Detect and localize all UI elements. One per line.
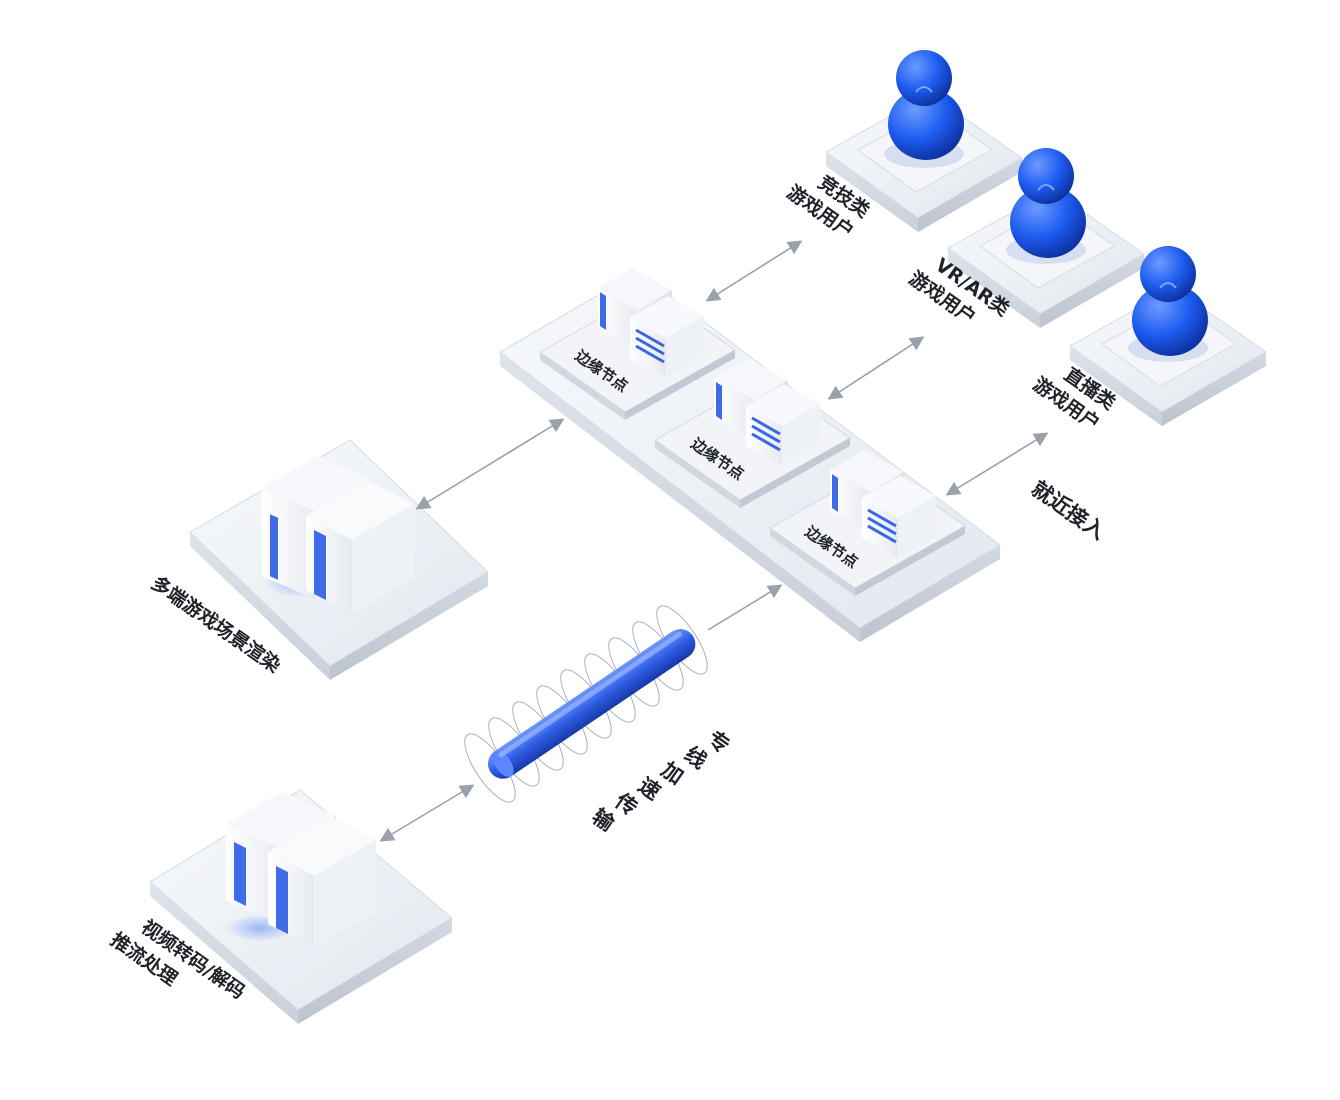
arrow-transcode-to-tube bbox=[379, 784, 475, 842]
server-rack bbox=[746, 384, 820, 466]
user-platform-1 bbox=[825, 50, 1023, 232]
user-avatar-icon bbox=[888, 50, 964, 160]
user-platform-3 bbox=[1069, 246, 1267, 426]
server-tower bbox=[306, 480, 414, 614]
arrow-render-to-edge bbox=[415, 418, 565, 510]
server-rack bbox=[862, 476, 936, 558]
arrow-edge-to-user-2 bbox=[827, 336, 925, 400]
user-avatar-icon bbox=[1010, 148, 1086, 258]
server-rack bbox=[630, 296, 704, 378]
edge-node-1 bbox=[539, 268, 736, 420]
user-platform-2 bbox=[947, 148, 1145, 328]
access-label: 就近接入 bbox=[1027, 476, 1110, 544]
arrow-edge-to-user-3 bbox=[945, 432, 1049, 496]
server-tower bbox=[268, 816, 376, 948]
dedicated-line-tube bbox=[464, 605, 708, 803]
user-avatar-icon bbox=[1132, 246, 1208, 356]
arrow-edge-to-user-1 bbox=[705, 240, 803, 302]
render-server-platform bbox=[189, 439, 489, 680]
transcode-server-platform bbox=[149, 789, 453, 1024]
link-label: 专 线 加 速 传 输 bbox=[588, 726, 734, 836]
edge-node-3 bbox=[769, 450, 966, 596]
arrow-tube-to-edge bbox=[707, 584, 783, 631]
edge-node-2 bbox=[654, 358, 851, 508]
